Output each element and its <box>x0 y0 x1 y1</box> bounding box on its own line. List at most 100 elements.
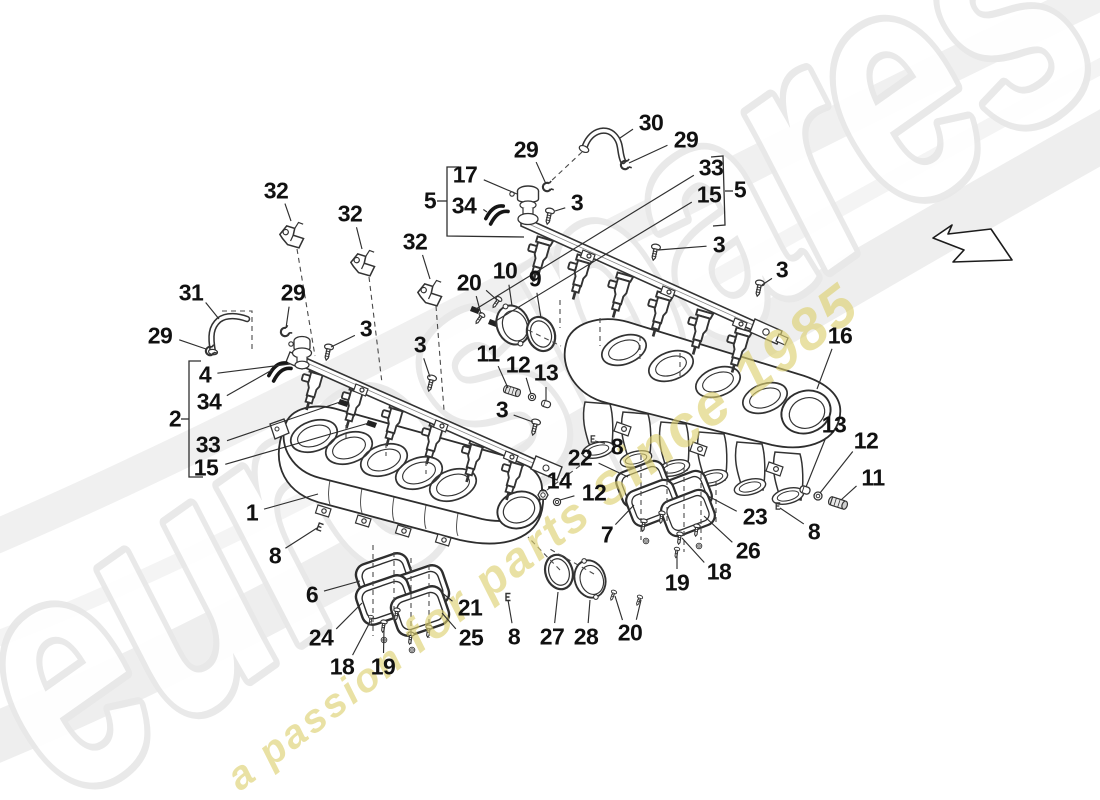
leader-line-33 <box>475 174 695 310</box>
next-page-arrow-icon[interactable] <box>932 224 1013 263</box>
callout-label-12-47[interactable]: 12 <box>581 479 607 506</box>
callout-label-25-40[interactable]: 25 <box>458 624 484 651</box>
callout-label-31-15[interactable]: 31 <box>178 279 204 306</box>
leader-line-8 <box>507 599 513 624</box>
callout-label-15-31[interactable]: 15 <box>193 454 219 481</box>
leader-line-3 <box>761 277 773 286</box>
callout-label-3-11[interactable]: 3 <box>775 256 789 283</box>
callout-label-8-34[interactable]: 8 <box>268 542 282 569</box>
callout-label-22-45[interactable]: 22 <box>567 444 593 471</box>
callout-label-29-2[interactable]: 29 <box>513 136 539 163</box>
callout-label-20-19[interactable]: 20 <box>456 269 482 296</box>
callout-leader-lines <box>179 128 857 656</box>
callout-label-32-12[interactable]: 32 <box>263 177 289 204</box>
callout-label-5-8[interactable]: 5 <box>733 176 747 203</box>
leader-line-30 <box>619 128 634 139</box>
callout-label-29-17[interactable]: 29 <box>280 279 306 306</box>
callout-label-19-53[interactable]: 19 <box>664 569 690 596</box>
callout-label-8-49[interactable]: 8 <box>610 433 624 460</box>
leader-line-26 <box>703 515 733 543</box>
callout-label-1-33[interactable]: 1 <box>245 499 259 526</box>
callout-label-3-22[interactable]: 3 <box>413 331 427 358</box>
callout-label-32-13[interactable]: 32 <box>337 200 363 227</box>
leader-line-12 <box>525 377 532 395</box>
callout-label-5-5[interactable]: 5 <box>423 187 437 214</box>
leader-line-18 <box>352 621 371 656</box>
leader-line-3 <box>423 358 431 378</box>
leader-line-8 <box>779 507 805 525</box>
callout-label-3-26[interactable]: 3 <box>495 396 509 423</box>
callout-label-6-35[interactable]: 6 <box>305 581 319 608</box>
callout-label-17-3[interactable]: 17 <box>452 161 478 188</box>
callout-label-33-6[interactable]: 33 <box>698 154 724 181</box>
callout-label-24-36[interactable]: 24 <box>308 624 334 651</box>
leader-line-20 <box>614 595 624 621</box>
callout-label-13-55[interactable]: 13 <box>821 411 847 438</box>
callout-label-13-25[interactable]: 13 <box>533 359 559 386</box>
callout-label-30-0[interactable]: 30 <box>638 109 664 136</box>
callout-label-26-51[interactable]: 26 <box>735 537 761 564</box>
callout-label-3-10[interactable]: 3 <box>712 231 726 258</box>
leader-line-12 <box>819 451 854 494</box>
callout-label-34-28[interactable]: 34 <box>196 388 222 415</box>
leader-line-8 <box>285 527 318 549</box>
leader-line-29 <box>535 161 547 185</box>
callout-label-2-29[interactable]: 2 <box>168 405 182 432</box>
leader-line-33 <box>226 401 341 442</box>
callout-label-28-43[interactable]: 28 <box>573 623 599 650</box>
leader-line-12 <box>559 495 575 501</box>
leader-line-15 <box>493 201 693 323</box>
callout-label-3-9[interactable]: 3 <box>570 189 584 216</box>
leader-line-34 <box>226 369 273 397</box>
callout-label-20-44[interactable]: 20 <box>617 619 643 646</box>
callout-label-10-20[interactable]: 10 <box>492 257 518 284</box>
callout-label-29-16[interactable]: 29 <box>147 322 173 349</box>
leader-line-23 <box>707 495 738 512</box>
leader-line-3 <box>657 245 707 251</box>
callout-label-14-46[interactable]: 14 <box>546 467 572 494</box>
callout-label-15-7[interactable]: 15 <box>696 181 722 208</box>
callout-label-12-56[interactable]: 12 <box>853 427 879 454</box>
callout-label-19-38[interactable]: 19 <box>370 653 396 680</box>
callout-label-18-52[interactable]: 18 <box>706 558 732 585</box>
leader-line-32 <box>355 227 363 250</box>
callout-label-18-37[interactable]: 18 <box>329 653 355 680</box>
callout-label-12-24[interactable]: 12 <box>505 351 531 378</box>
leader-line-29 <box>179 339 207 350</box>
callout-label-32-14[interactable]: 32 <box>402 228 428 255</box>
callout-label-11-57[interactable]: 11 <box>861 464 885 491</box>
callout-label-34-4[interactable]: 34 <box>451 192 477 219</box>
callout-label-16-32[interactable]: 16 <box>827 322 853 349</box>
callout-label-8-54[interactable]: 8 <box>807 518 821 545</box>
leader-line-7 <box>614 504 635 525</box>
callout-label-8-41[interactable]: 8 <box>507 623 521 650</box>
callout-label-11-23[interactable]: 11 <box>476 340 500 367</box>
leader-line-22 <box>598 462 629 478</box>
callout-label-7-48[interactable]: 7 <box>600 521 614 548</box>
leader-line-27 <box>554 591 559 624</box>
leader-line-6 <box>323 580 361 592</box>
leader-line-20 <box>485 289 498 301</box>
callout-label-4-27[interactable]: 4 <box>198 361 212 388</box>
leader-line-10 <box>508 284 513 307</box>
callout-label-29-1[interactable]: 29 <box>673 126 699 153</box>
leader-line-31 <box>205 302 220 320</box>
callout-label-27-42[interactable]: 27 <box>539 623 565 650</box>
lower-fuel-rail <box>285 335 563 504</box>
callout-label-33-30[interactable]: 33 <box>195 431 221 458</box>
callout-label-21-39[interactable]: 21 <box>457 594 483 621</box>
vacuum-hose-31 <box>207 312 251 356</box>
leader-line-32 <box>421 254 431 280</box>
leader-line-11 <box>840 485 857 501</box>
callout-label-23-50[interactable]: 23 <box>742 503 768 530</box>
exploded-view-illustration <box>181 127 850 654</box>
callout-label-3-18[interactable]: 3 <box>359 315 373 342</box>
leader-line-34 <box>483 209 488 213</box>
leader-line-8 <box>594 440 606 444</box>
leader-line-14 <box>542 489 547 492</box>
leader-line-18 <box>681 537 705 563</box>
breather-hose-30 <box>578 127 627 165</box>
leader-line-25 <box>441 612 457 630</box>
callout-label-9-21[interactable]: 9 <box>528 265 542 292</box>
